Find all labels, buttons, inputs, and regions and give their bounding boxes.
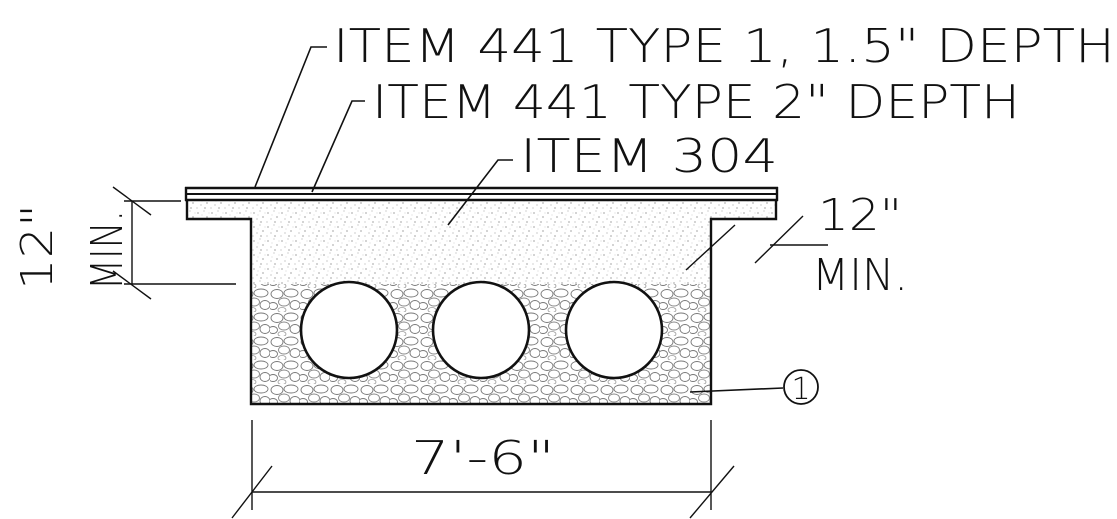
pipe-left <box>299 280 399 380</box>
right-dimension-value: 12" <box>818 190 902 241</box>
asphalt-layers <box>184 186 779 202</box>
trench-outline <box>185 200 778 406</box>
base-leader <box>447 159 513 226</box>
base-label: ITEM 304 <box>520 129 778 183</box>
callout-leader <box>689 387 784 393</box>
intermediate-course-label: ITEM 441 TYPE 2" DEPTH <box>372 75 1020 129</box>
surface-course-label: ITEM 441 TYPE 1, 1.5" DEPTH <box>333 19 1115 73</box>
left-tick-top <box>112 186 152 216</box>
left-depth-dimension <box>112 186 236 300</box>
left-dimension-qualifier: MIN. <box>82 210 133 290</box>
item-304-fill <box>187 200 776 284</box>
leaders <box>254 46 819 405</box>
right-dimension-leader-2 <box>754 215 804 264</box>
callout-circle <box>783 369 819 405</box>
pipes <box>299 280 664 380</box>
pipe-center <box>431 280 531 380</box>
pipe-right <box>564 280 664 380</box>
left-tick-bottom <box>112 270 152 300</box>
width-dimension <box>231 420 735 519</box>
width-tick-left <box>231 465 273 519</box>
callout-number: 1 <box>791 372 810 407</box>
width-tick-right <box>689 465 735 519</box>
intermediate-course-leader <box>311 100 365 193</box>
left-dimension-value: 12" <box>12 204 63 290</box>
right-dimension-qualifier: MIN. <box>812 250 908 301</box>
width-dimension-label: 7'-6" <box>411 431 555 485</box>
right-dimension-leader-1 <box>685 224 736 271</box>
right-side-dimension <box>685 215 828 271</box>
surface-course-leader <box>254 46 327 188</box>
